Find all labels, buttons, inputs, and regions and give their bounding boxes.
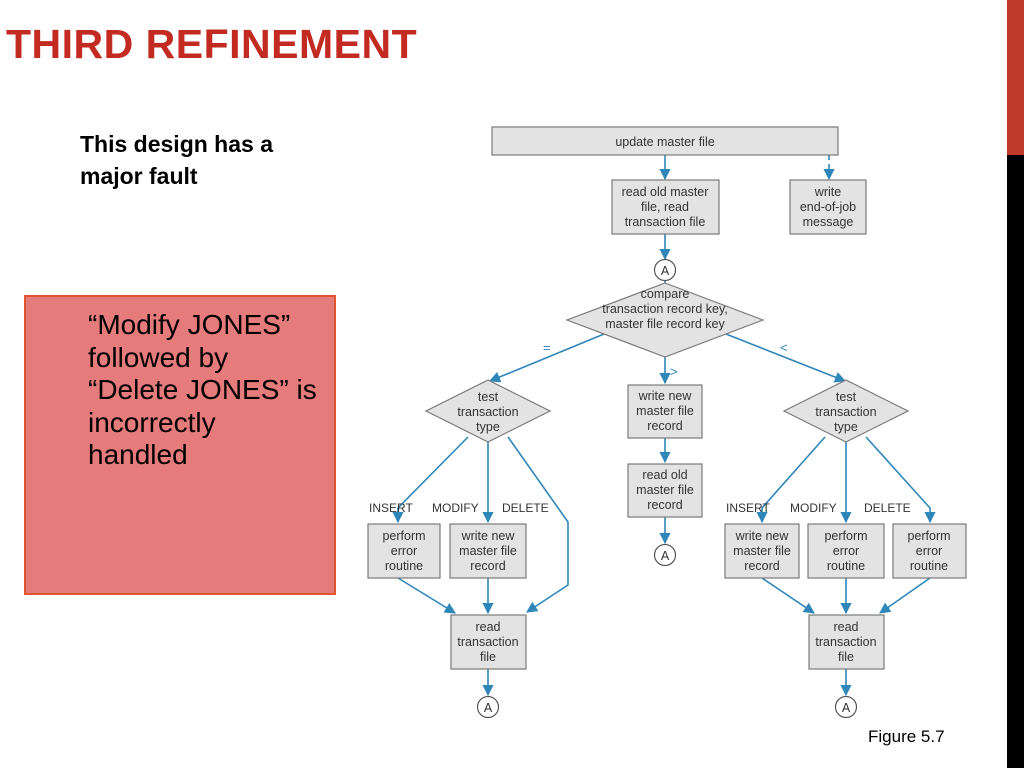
node-write-new-right-line2: master file	[733, 544, 791, 558]
node-perform-error-right-2-line3: routine	[910, 559, 948, 573]
node-write-new-left: write new master file record	[449, 523, 527, 579]
node-test-right-line2: transaction	[815, 405, 876, 419]
node-compare-line1: compare	[641, 287, 690, 301]
edge-compare-testright	[725, 333, 847, 383]
edge-error-readtrans-l	[397, 577, 456, 614]
node-write-new-mid: write new master file record	[627, 384, 703, 439]
node-read-old-mid-line3: record	[647, 498, 682, 512]
node-perform-error-left: perform error routine	[367, 523, 441, 579]
node-write-new-mid-line1: write new	[638, 389, 693, 403]
branch-label-gt: >	[670, 364, 678, 379]
node-read-transaction-right-line1: read	[833, 620, 858, 634]
branch-label-delete-right: DELETE	[864, 501, 911, 515]
node-update-master-file: update master file	[491, 126, 839, 156]
node-write-new-right: write new master file record	[724, 523, 800, 579]
node-write-new-right-line3: record	[744, 559, 779, 573]
node-perform-error-left-line2: error	[391, 544, 417, 558]
branch-label-eq: =	[543, 340, 551, 355]
node-write-end-line2: end-of-job	[800, 200, 856, 214]
edge-testright-insert	[756, 436, 826, 524]
node-read-transaction-left-line3: file	[480, 650, 496, 664]
node-write-new-left-line3: record	[470, 559, 505, 573]
node-compare-line3: master file record key	[605, 317, 725, 331]
branch-label-insert-left: INSERT	[369, 501, 413, 515]
flowchart: = > < INSERT MODIFY DELETE INSERT MODIFY…	[367, 126, 967, 719]
node-read-old-mid-line1: read old	[642, 468, 687, 482]
node-write-new-left-line1: write new	[461, 529, 516, 543]
node-test-right: test transaction type	[782, 379, 910, 443]
slide-subtitle: This design has a major fault	[80, 131, 273, 189]
edge-writenew-readtrans-r	[761, 577, 815, 614]
side-accent-red	[1007, 0, 1024, 155]
node-perform-error-right-1-line1: perform	[824, 529, 867, 543]
connector-bottom-right-label: A	[842, 701, 851, 715]
node-write-end-of-job: write end-of-job message	[789, 179, 867, 235]
callout-box: “Modify JONES” followed by “Delete JONES…	[24, 295, 336, 595]
node-test-right-line1: test	[836, 390, 857, 404]
node-perform-error-left-line1: perform	[382, 529, 425, 543]
node-update-master-file-label: update master file	[615, 135, 714, 149]
node-read-transaction-right: read transaction file	[808, 614, 885, 670]
node-perform-error-right-1: perform error routine	[807, 523, 885, 579]
node-read-old-master-line1: read old master	[622, 185, 709, 199]
node-read-transaction-right-line3: file	[838, 650, 854, 664]
node-test-left-line3: type	[476, 420, 500, 434]
node-test-left-line2: transaction	[457, 405, 518, 419]
connector-bottom-left-label: A	[484, 701, 493, 715]
connector-bottom-left: A	[476, 695, 500, 719]
connector-top: A	[653, 258, 677, 282]
node-read-old-master: read old master file, read transaction f…	[611, 179, 720, 235]
connector-mid-label: A	[661, 549, 670, 563]
node-perform-error-right-2-line1: perform	[907, 529, 950, 543]
edge-compare-testleft	[488, 333, 605, 383]
node-read-old-master-line3: transaction file	[625, 215, 706, 229]
node-read-old-master-line2: file, read	[641, 200, 689, 214]
node-perform-error-left-line3: routine	[385, 559, 423, 573]
figure-caption: Figure 5.7	[868, 727, 945, 746]
node-test-left-line1: test	[478, 390, 499, 404]
branch-label-modify-right: MODIFY	[790, 501, 837, 515]
callout-text: “Modify JONES” followed by “Delete JONES…	[88, 309, 317, 470]
edges	[392, 155, 936, 697]
node-test-left: test transaction type	[424, 379, 552, 443]
connector-mid: A	[653, 543, 677, 567]
node-write-new-mid-line3: record	[647, 419, 682, 433]
node-write-new-left-line2: master file	[459, 544, 517, 558]
node-compare: compare transaction record key, master f…	[565, 282, 765, 358]
branch-label-insert-right: INSERT	[726, 501, 770, 515]
node-write-end-line3: message	[803, 215, 854, 229]
branch-label-lt: <	[780, 340, 788, 355]
edge-testright-delete	[865, 436, 936, 524]
node-read-old-mid-line2: master file	[636, 483, 694, 497]
edge-testleft-insert	[392, 436, 469, 524]
connector-bottom-right: A	[834, 695, 858, 719]
node-read-transaction-right-line2: transaction	[815, 635, 876, 649]
edge-error2-readtrans-r	[879, 577, 931, 614]
node-write-end-line1: write	[814, 185, 841, 199]
branch-label-modify-left: MODIFY	[432, 501, 479, 515]
side-accent-black	[1007, 155, 1024, 768]
connector-top-label: A	[661, 264, 670, 278]
node-test-right-line3: type	[834, 420, 858, 434]
node-read-transaction-left: read transaction file	[450, 614, 527, 670]
node-write-new-right-line1: write new	[735, 529, 790, 543]
node-perform-error-right-1-line3: routine	[827, 559, 865, 573]
node-read-transaction-left-line1: read	[475, 620, 500, 634]
node-perform-error-right-2-line2: error	[916, 544, 942, 558]
node-perform-error-right-2: perform error routine	[892, 523, 967, 579]
node-read-transaction-left-line2: transaction	[457, 635, 518, 649]
node-compare-line2: transaction record key,	[602, 302, 728, 316]
node-read-old-mid: read old master file record	[627, 463, 703, 518]
node-write-new-mid-line2: master file	[636, 404, 694, 418]
edge-testleft-delete	[507, 436, 569, 613]
branch-label-delete-left: DELETE	[502, 501, 549, 515]
slide-title: THIRD REFINEMENT	[6, 21, 418, 67]
node-perform-error-right-1-line2: error	[833, 544, 859, 558]
